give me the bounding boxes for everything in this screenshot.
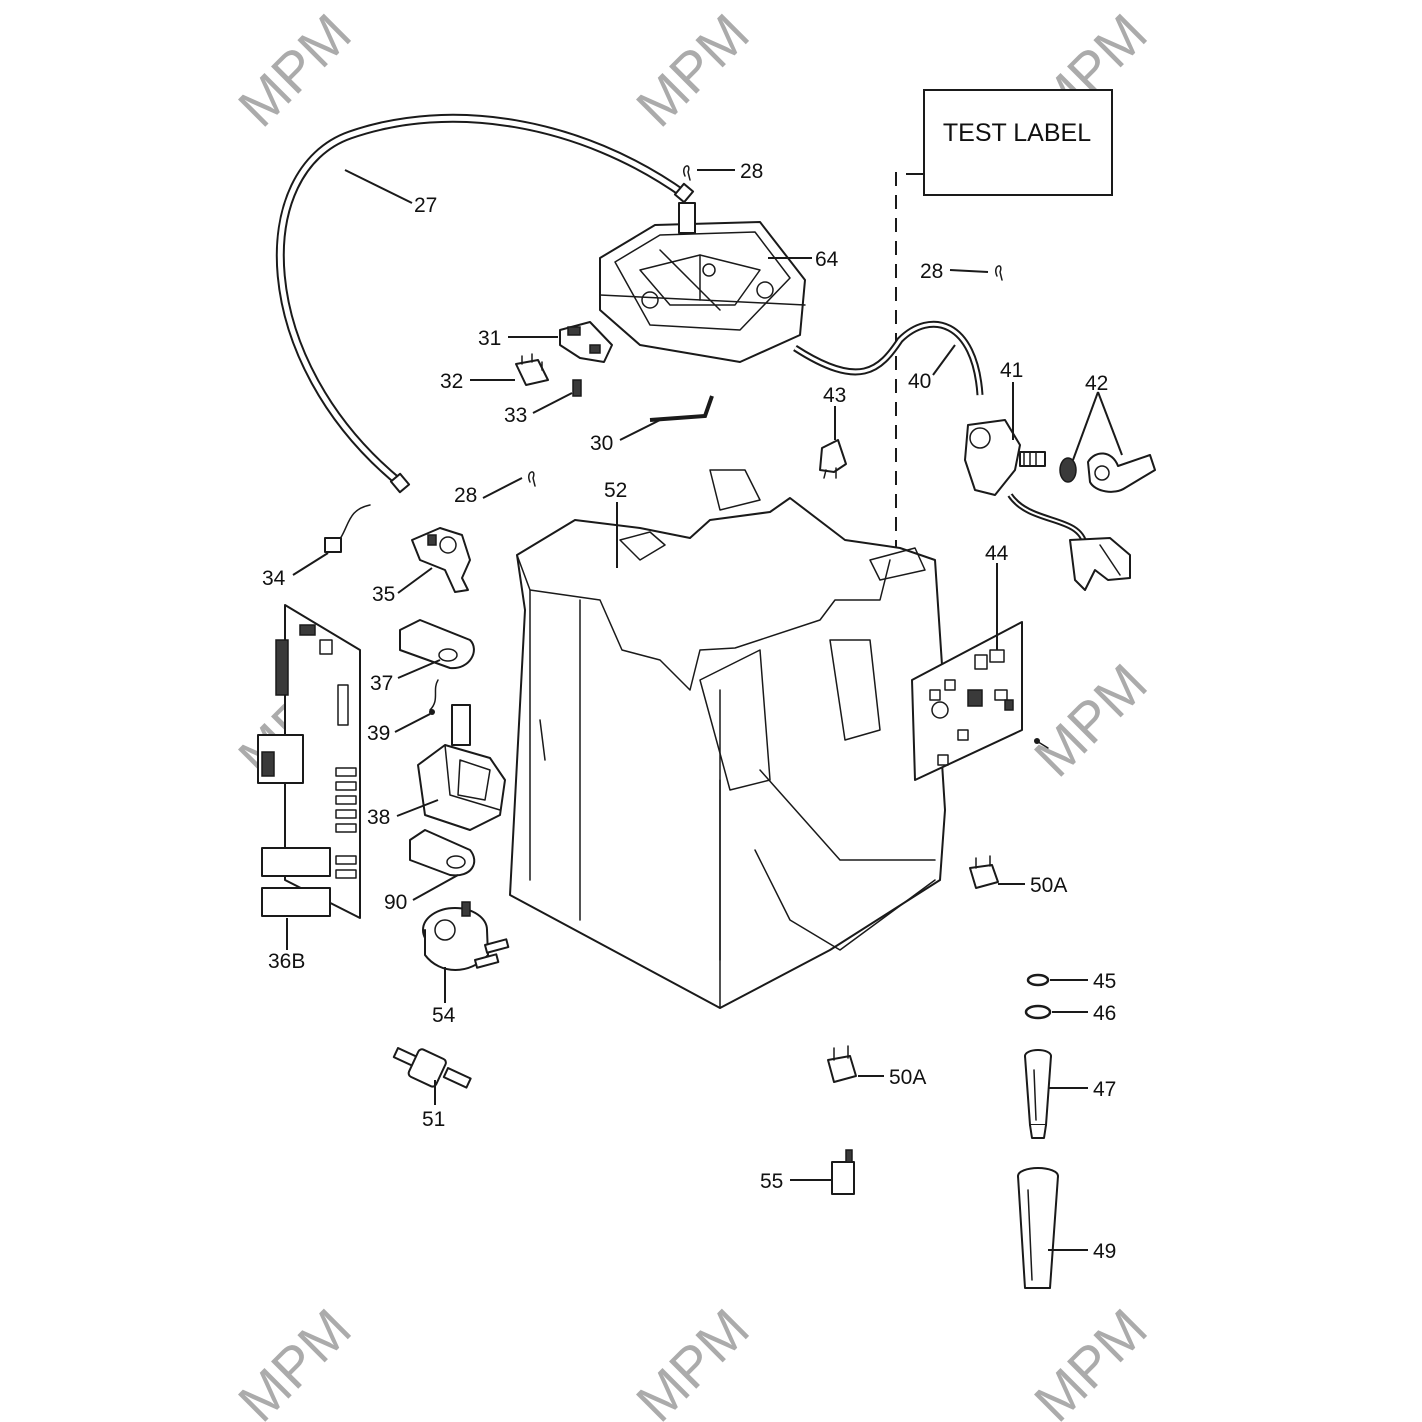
part-28-clip	[528, 471, 536, 487]
part-51-valve	[392, 1047, 472, 1089]
callout-90: 90	[384, 891, 407, 914]
leader-lines	[286, 169, 1123, 1251]
part-52-housing	[509, 469, 946, 1009]
callout-32: 32	[440, 370, 463, 393]
watermark: MPM	[1022, 1297, 1159, 1422]
watermark: MPM	[624, 1297, 761, 1422]
callout-33: 33	[504, 404, 527, 427]
callout-37: 37	[370, 672, 393, 695]
callout-31: 31	[478, 327, 501, 350]
part-32-microswitch	[515, 353, 549, 386]
part-28-clip	[683, 165, 691, 181]
part-50a-switch	[969, 855, 999, 889]
watermark: MPM	[226, 1297, 363, 1422]
watermark: MPM	[624, 2, 761, 139]
callout-44: 44	[985, 542, 1009, 565]
callout-55: 55	[760, 1170, 783, 1193]
callout-35: 35	[372, 583, 395, 606]
callout-47: 47	[1093, 1078, 1116, 1101]
callout-43: 43	[823, 384, 846, 407]
callout-51: 51	[422, 1108, 445, 1131]
part-55-switch	[831, 1149, 855, 1195]
watermark: MPM	[1022, 652, 1159, 789]
callout-28: 28	[454, 484, 477, 507]
test-label-text: TEST LABEL	[943, 119, 1091, 147]
part-36b-power-board	[257, 604, 361, 919]
part-37-bracket	[399, 619, 475, 670]
callout-27: 27	[414, 194, 437, 217]
callout-49: 49	[1093, 1240, 1116, 1263]
part-40-tube	[793, 320, 984, 396]
callout-42: 42	[1085, 372, 1108, 395]
callout-28: 28	[920, 260, 943, 283]
callout-28: 28	[740, 160, 763, 183]
part-46-o-ring	[1024, 1004, 1052, 1020]
callout-50a: 50A	[1030, 874, 1067, 897]
callout-46: 46	[1093, 1002, 1116, 1025]
part-90-bracket	[409, 829, 476, 877]
part-34-sensor	[324, 504, 371, 553]
part-31-clip	[559, 321, 613, 363]
part-49-tube	[1017, 1167, 1059, 1289]
part-43-switch	[819, 439, 847, 479]
callout-30: 30	[590, 432, 613, 455]
callout-36b: 36B	[268, 950, 305, 973]
part-47-nozzle	[1024, 1049, 1052, 1139]
part-27-tube	[275, 113, 695, 494]
callout-39: 39	[367, 722, 390, 745]
callout-numbers: 27 28 64 28 31 32 33 30 43 40 41 42 28 5…	[262, 160, 1116, 1263]
part-28-clip	[995, 265, 1003, 281]
test-label-box: TEST LABEL	[923, 89, 1113, 196]
callout-54: 54	[432, 1004, 456, 1027]
part-35-valve	[411, 527, 471, 593]
callout-40: 40	[908, 370, 931, 393]
callout-41: 41	[1000, 359, 1023, 382]
callout-50a: 50A	[889, 1066, 926, 1089]
part-50a-switch	[827, 1045, 857, 1083]
part-41-steam-valve	[964, 419, 1131, 591]
callout-38: 38	[367, 806, 390, 829]
part-38-pump	[417, 704, 506, 831]
watermark: MPM	[226, 2, 363, 139]
part-45-o-ring	[1026, 973, 1050, 987]
callout-52: 52	[604, 479, 627, 502]
part-42-knob	[1059, 452, 1156, 493]
callout-64: 64	[815, 248, 839, 271]
part-54-flowmeter	[422, 901, 510, 971]
part-64-boiler	[599, 202, 806, 363]
part-39-wire	[429, 679, 439, 715]
part-33-spring	[572, 379, 582, 397]
callout-34: 34	[262, 567, 286, 590]
callout-45: 45	[1093, 970, 1116, 993]
part-30-rod	[649, 395, 714, 422]
